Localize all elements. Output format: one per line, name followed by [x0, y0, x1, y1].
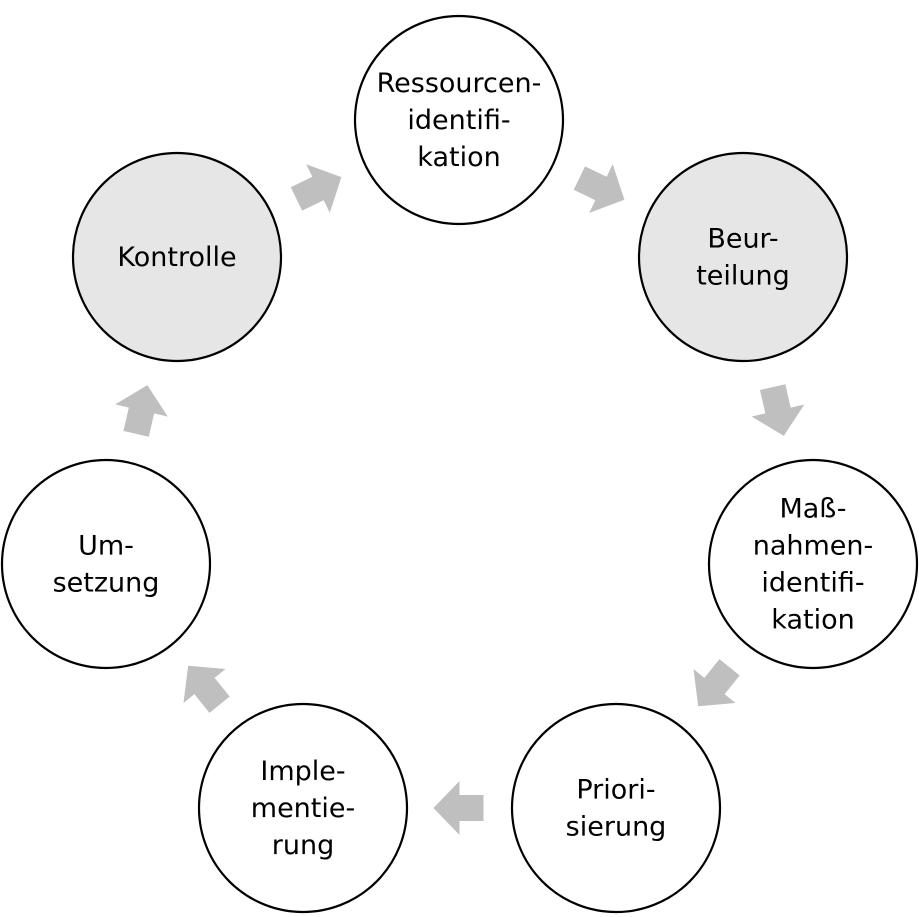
node-label-line: Maß-: [779, 494, 846, 525]
node-label-kontrolle: Kontrolle: [117, 242, 236, 273]
node-label-line: Priori-: [576, 775, 655, 806]
node-label-massnahmenidentifikation: Maß-nahmen-identifi-kation: [753, 494, 874, 636]
arrow-massnahmenidentifikation-to-priorisierung: [693, 659, 740, 707]
arrow-kontrolle-to-ressourcenidentifikation: [290, 164, 342, 213]
node-ressourcenidentifikation: Ressourcen-identifi-kation: [353, 14, 565, 226]
node-label-beurteilung: Beur-teilung: [696, 224, 790, 292]
node-label-umsetzung: Um-setzung: [53, 531, 160, 599]
node-label-line: nahmen-: [753, 531, 874, 562]
node-label-line: kation: [771, 605, 854, 636]
node-label-line: mentie-: [251, 793, 355, 824]
node-label-line: Kontrolle: [117, 242, 236, 273]
arrow-beurteilung-to-massnahmenidentifikation: [751, 384, 805, 436]
arrows-layer: [115, 164, 805, 835]
node-circle-priorisierung: [510, 702, 722, 914]
node-label-priorisierung: Priori-sierung: [566, 775, 667, 843]
node-circle-massnahmenidentifikation: [707, 458, 919, 670]
node-label-line: identifi-: [761, 568, 864, 599]
node-label-implementierung: Imple-mentie-rung: [251, 756, 355, 861]
node-circle-umsetzung: [0, 458, 212, 670]
node-label-line: setzung: [53, 568, 160, 599]
node-beurteilung: Beur-teilung: [637, 151, 849, 363]
arrow-ressourcenidentifikation-to-beurteilung: [573, 164, 625, 213]
node-label-line: teilung: [696, 261, 790, 292]
node-circle-implementierung: [197, 702, 409, 914]
node-label-line: rung: [272, 830, 334, 861]
node-label-line: Ressourcen-: [377, 68, 542, 99]
node-massnahmenidentifikation: Maß-nahmen-identifi-kation: [707, 458, 919, 670]
node-label-line: identifi-: [407, 105, 510, 136]
arrow-implementierung-to-umsetzung: [183, 665, 230, 713]
node-implementierung: Imple-mentie-rung: [197, 702, 409, 914]
arrow-umsetzung-to-kontrolle: [115, 385, 168, 437]
node-kontrolle: Kontrolle: [71, 151, 283, 363]
node-circle-kontrolle: [71, 151, 283, 363]
node-label-line: Beur-: [707, 224, 778, 255]
node-umsetzung: Um-setzung: [0, 458, 212, 670]
node-label-line: kation: [417, 142, 500, 173]
node-priorisierung: Priori-sierung: [510, 702, 722, 914]
nodes-layer: Ressourcen-identifi-kationBeur-teilungMa…: [0, 14, 919, 914]
node-label-line: Imple-: [260, 756, 345, 787]
arrow-priorisierung-to-implementierung: [433, 781, 484, 835]
node-label-line: sierung: [566, 812, 667, 843]
node-label-line: Um-: [78, 531, 134, 562]
node-circle-ressourcenidentifikation: [353, 14, 565, 226]
node-circle-beurteilung: [637, 151, 849, 363]
node-label-ressourcenidentifikation: Ressourcen-identifi-kation: [377, 68, 542, 173]
